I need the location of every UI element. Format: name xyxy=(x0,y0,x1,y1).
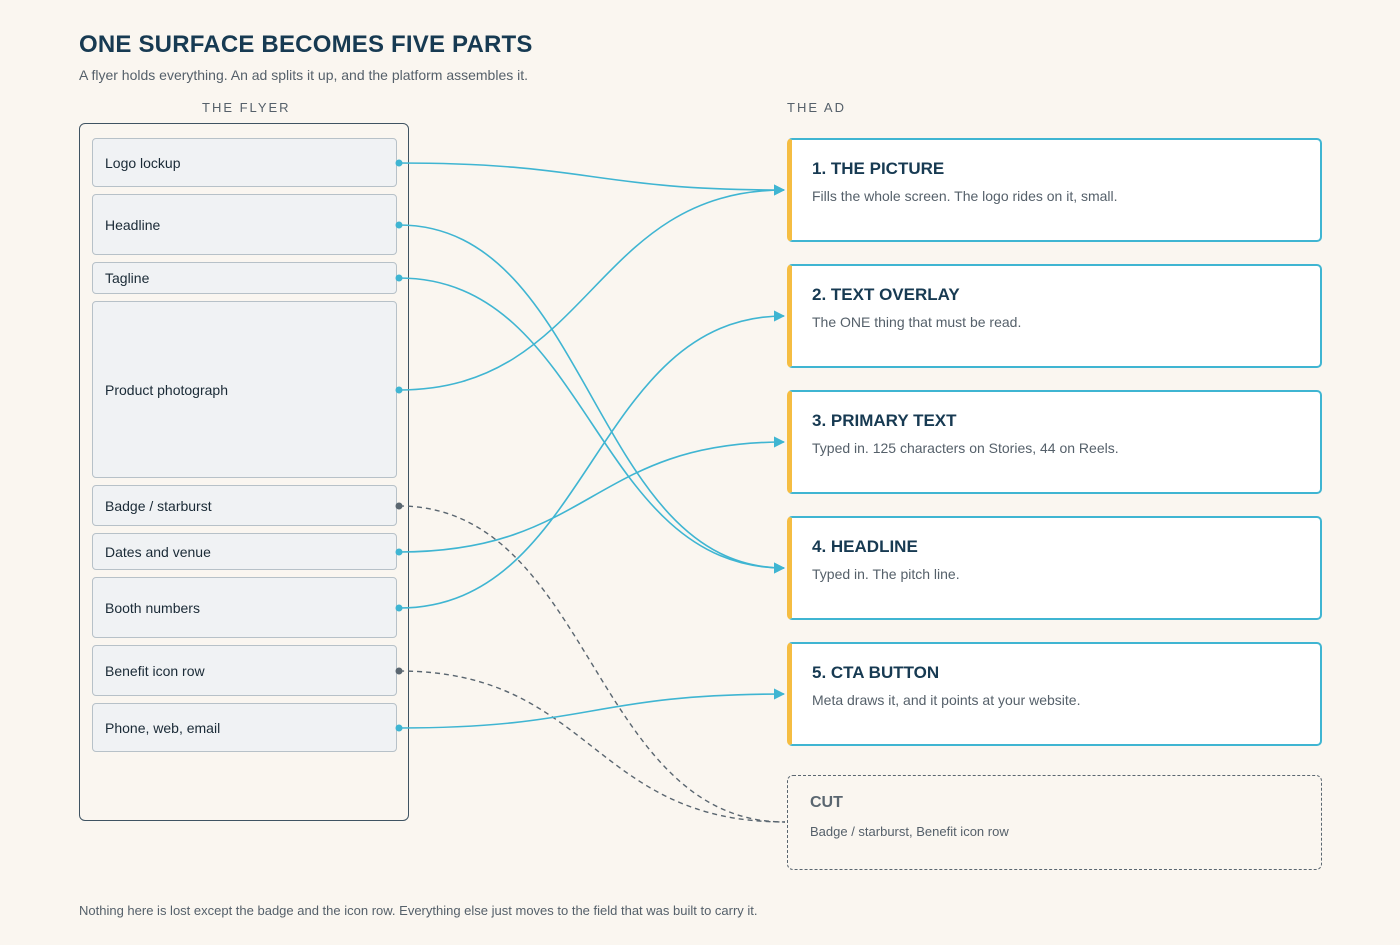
connector-line xyxy=(398,224,786,574)
connector-line xyxy=(398,310,786,609)
ad-part-description: Typed in. The pitch line. xyxy=(812,566,960,582)
ad-part-title: 2. TEXT OVERLAY xyxy=(812,285,960,304)
connector-line xyxy=(398,184,786,391)
flyer-item-label: Dates and venue xyxy=(105,543,211,560)
ad-part-picture: 1. THE PICTURE Fills the whole screen. T… xyxy=(787,138,1322,242)
ad-part-title: 5. CTA BUTTON xyxy=(812,663,940,682)
flyer-item-tagline: Tagline xyxy=(92,262,397,294)
ad-part-cta-button: 5. CTA BUTTON Meta draws it, and it poin… xyxy=(787,642,1322,746)
flyer-item-booth-numbers: Booth numbers xyxy=(92,577,397,638)
connector-line xyxy=(398,436,786,553)
flyer-item-label: Product photograph xyxy=(105,381,228,398)
ad-part-description: Meta draws it, and it points at your web… xyxy=(812,692,1081,708)
ad-part-description: Typed in. 125 characters on Stories, 44 … xyxy=(812,440,1119,456)
page-subtitle: A flyer holds everything. An ad splits i… xyxy=(79,67,529,83)
flyer-item-benefit-icon-row: Benefit icon row xyxy=(92,645,397,696)
cut-title: CUT xyxy=(810,794,843,811)
flyer-item-contact: Phone, web, email xyxy=(92,703,397,752)
flyer-column-label: THE FLYER xyxy=(202,100,291,115)
cut-connector-line xyxy=(398,670,786,823)
flyer-item-label: Booth numbers xyxy=(105,599,200,616)
ad-part-title: 4. HEADLINE xyxy=(812,537,918,556)
flyer-item-label: Benefit icon row xyxy=(105,662,205,679)
connector-line xyxy=(398,277,786,574)
flyer-item-label: Tagline xyxy=(105,270,150,286)
ad-part-text-overlay: 2. TEXT OVERLAY The ONE thing that must … xyxy=(787,264,1322,368)
flyer-item-label: Badge / starburst xyxy=(105,497,212,514)
flyer-item-label: Headline xyxy=(105,216,161,233)
footer-note: Nothing here is lost except the badge an… xyxy=(79,903,758,918)
flyer-item-logo-lockup: Logo lockup xyxy=(92,138,397,187)
ad-cut-box: CUT Badge / starburst, Benefit icon row xyxy=(787,775,1322,870)
page-title: ONE SURFACE BECOMES FIVE PARTS xyxy=(79,31,533,58)
cut-connector-line xyxy=(398,505,786,823)
ad-part-description: The ONE thing that must be read. xyxy=(812,314,1022,330)
flyer-item-label: Logo lockup xyxy=(105,154,181,171)
ad-part-title: 1. THE PICTURE xyxy=(812,159,945,178)
cut-description: Badge / starburst, Benefit icon row xyxy=(810,824,1009,839)
flyer-item-product-photograph: Product photograph xyxy=(92,301,397,478)
connector-line xyxy=(398,688,786,729)
ad-part-headline: 4. HEADLINE Typed in. The pitch line. xyxy=(787,516,1322,620)
ad-part-description: Fills the whole screen. The logo rides o… xyxy=(812,188,1118,204)
ad-column-label: THE AD xyxy=(787,100,846,115)
connector-line xyxy=(398,162,786,196)
ad-part-title: 3. PRIMARY TEXT xyxy=(812,411,957,430)
ad-part-primary-text: 3. PRIMARY TEXT Typed in. 125 characters… xyxy=(787,390,1322,494)
flyer-item-dates-venue: Dates and venue xyxy=(92,533,397,570)
flyer-item-headline: Headline xyxy=(92,194,397,255)
flyer-item-badge: Badge / starburst xyxy=(92,485,397,526)
flyer-item-label: Phone, web, email xyxy=(105,719,221,736)
